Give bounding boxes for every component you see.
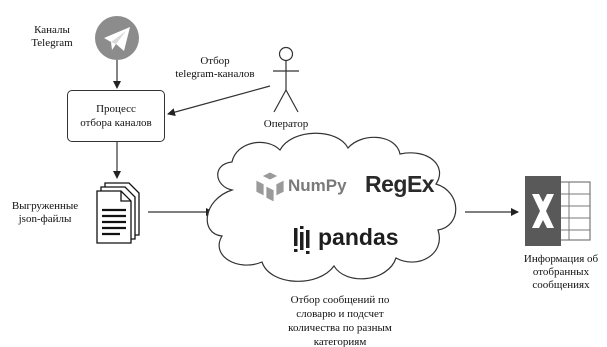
telegram-label: Каналы Telegram <box>31 24 73 49</box>
numpy-logo-text: NumPy <box>288 176 347 195</box>
excel-icon <box>525 176 591 246</box>
tools-cloud <box>206 132 457 282</box>
stick-figure-actor-icon <box>273 46 299 113</box>
files-label: Выгруженные json-файлы <box>11 200 79 225</box>
pandas-logo-text: pandas <box>318 224 399 250</box>
pandas-bars-icon <box>294 226 310 254</box>
arrow-operator-to-process <box>167 85 271 117</box>
tools-caption: Отбор сообщений по словарю и подсчет кол… <box>288 294 392 347</box>
excel-label: Информация об отобранных сообщениях <box>523 253 599 291</box>
document-stack-icon <box>96 182 140 244</box>
numpy-cube-icon <box>255 171 285 203</box>
selection-process-box: Процесс отбора каналов <box>67 90 165 142</box>
telegram-icon <box>95 16 139 60</box>
regex-logo-text: RegEx <box>365 171 435 197</box>
selection-label: Отбор telegram-каналов <box>175 55 255 80</box>
operator-label: Оператор <box>263 118 309 130</box>
